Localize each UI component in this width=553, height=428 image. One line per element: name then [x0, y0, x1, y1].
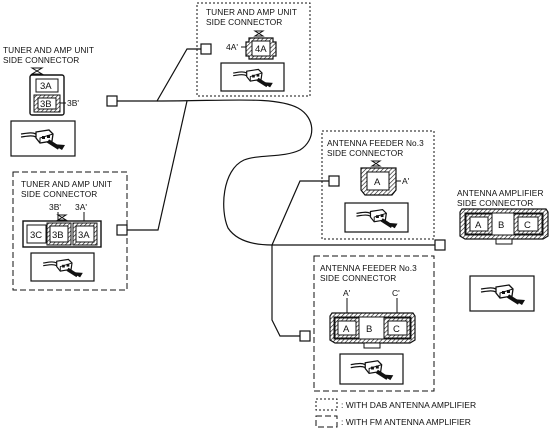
terminal-top-center — [200, 43, 212, 55]
pin-3b-prime-top-label: 3B' — [49, 202, 61, 212]
cell-3c-label: 3C — [30, 230, 42, 241]
top-left-title-line2: SIDE CONNECTOR — [3, 55, 79, 65]
pin-3b-prime-label: 3B' — [67, 98, 79, 108]
wire-branch-feeder-bottom — [271, 245, 302, 337]
feeder-top-title-line1: ANTENNA FEEDER No.3 — [327, 138, 424, 148]
wire-trunk-lower — [156, 99, 437, 246]
cell-c-amp — [517, 216, 539, 232]
cell-a-amp — [469, 216, 489, 232]
wire-terminals — [106, 43, 446, 342]
release-tab-icon — [30, 67, 44, 75]
dab-boundary-top-center — [196, 2, 311, 97]
cell-3a-mid-label: 3A — [78, 230, 90, 241]
mid-left-title-line1: TUNER AND AMP UNIT — [21, 179, 112, 189]
pin-feeder-c-prime-label: C' — [392, 288, 400, 298]
release-tab-icon-feeder-top — [370, 160, 382, 167]
legend-dab-swatch — [315, 398, 338, 411]
cell-3b-mid-label: 3B — [52, 230, 64, 241]
wire-branch-feeder-top — [271, 180, 330, 246]
terminal-feeder-top — [328, 175, 340, 187]
amplifier-title-line1: ANTENNA AMPLIFIER — [457, 188, 544, 198]
cell-3b-label: 3B — [40, 99, 52, 110]
legend: : WITH DAB ANTENNA AMPLIFIER : WITH FM A… — [315, 398, 476, 428]
pin-4a-prime-label: 4A' — [226, 42, 238, 52]
terminal-feeder-bottom — [299, 330, 311, 342]
cell-a-amp-label: A — [475, 220, 482, 231]
top-center-connector-group: TUNER AND AMP UNIT SIDE CONNECTOR 4A' 4A — [196, 2, 311, 97]
cell-a-feeder-top — [366, 171, 390, 191]
cell-b-amp-label: B — [498, 220, 504, 231]
mid-left-title-line2: SIDE CONNECTOR — [21, 189, 97, 199]
cell-3a-mid — [75, 225, 95, 243]
cell-c-amp-label: C — [524, 220, 531, 231]
wire-trunk-top — [117, 48, 205, 102]
feeder-top-title-line2: SIDE CONNECTOR — [327, 148, 403, 158]
amplifier-latch — [495, 238, 513, 245]
top-center-title-line1: TUNER AND AMP UNIT — [206, 7, 297, 17]
cell-3b-mid — [49, 225, 69, 243]
fm-boundary-feeder-bottom — [313, 255, 435, 392]
cell-4a-label: 4A — [255, 44, 267, 55]
top-center-title-line2: SIDE CONNECTOR — [206, 17, 282, 27]
mid-left-connector-group: TUNER AND AMP UNIT SIDE CONNECTOR 3B' 3A… — [12, 171, 128, 291]
release-tab-icon-mid — [56, 214, 68, 221]
wire-branch-left — [126, 100, 188, 231]
cell-a-feeder-top-label: A — [374, 177, 381, 188]
pin-feeder-a-prime-label: A' — [343, 288, 351, 298]
terminal-top-left — [106, 95, 118, 107]
cell-c-feeder-bottom — [387, 320, 408, 336]
amplifier-title-line2: SIDE CONNECTOR — [457, 198, 533, 208]
legend-fm-label: : WITH FM ANTENNA AMPLIFIER — [341, 417, 471, 427]
cell-3b — [37, 97, 57, 110]
cell-3a-label: 3A — [40, 81, 52, 92]
feeder-bottom-title-line2: SIDE CONNECTOR — [320, 273, 396, 283]
pin-a-prime-label: A' — [402, 176, 410, 186]
amplifier-connector-group: ANTENNA AMPLIFIER SIDE CONNECTOR A' C' A… — [457, 188, 549, 312]
cell-a-feeder-bottom — [337, 320, 357, 336]
cell-b-feeder-bottom-label: B — [366, 324, 372, 335]
terminal-amplifier — [434, 239, 446, 251]
wiring-harness — [117, 48, 437, 337]
cell-3c — [26, 224, 47, 244]
cell-3a — [35, 78, 59, 93]
fm-boundary-mid-left — [12, 171, 128, 291]
release-tab-icon-4a — [253, 30, 265, 37]
terminal-mid-left — [116, 224, 128, 236]
legend-dab-label: : WITH DAB ANTENNA AMPLIFIER — [341, 400, 476, 410]
feeder-bottom-latch — [363, 342, 381, 349]
feeder-top-connector-group: ANTENNA FEEDER No.3 SIDE CONNECTOR A A' — [321, 130, 435, 240]
feeder-bottom-connector-group: ANTENNA FEEDER No.3 SIDE CONNECTOR A' C'… — [313, 255, 435, 392]
cell-4a — [251, 40, 271, 57]
feeder-bottom-title-line1: ANTENNA FEEDER No.3 — [320, 263, 417, 273]
cell-c-feeder-bottom-label: C — [393, 324, 400, 335]
top-left-title-line1: TUNER AND AMP UNIT — [3, 45, 94, 55]
top-left-connector-group: TUNER AND AMP UNIT SIDE CONNECTOR 3A 3B … — [3, 45, 94, 157]
pin-3a-prime-top-label: 3A' — [75, 202, 87, 212]
legend-fm-swatch — [315, 415, 338, 428]
cell-a-feeder-bottom-label: A — [343, 324, 350, 335]
probe-frame-feeder-bottom — [339, 353, 404, 385]
dab-boundary-feeder-top — [321, 130, 435, 240]
